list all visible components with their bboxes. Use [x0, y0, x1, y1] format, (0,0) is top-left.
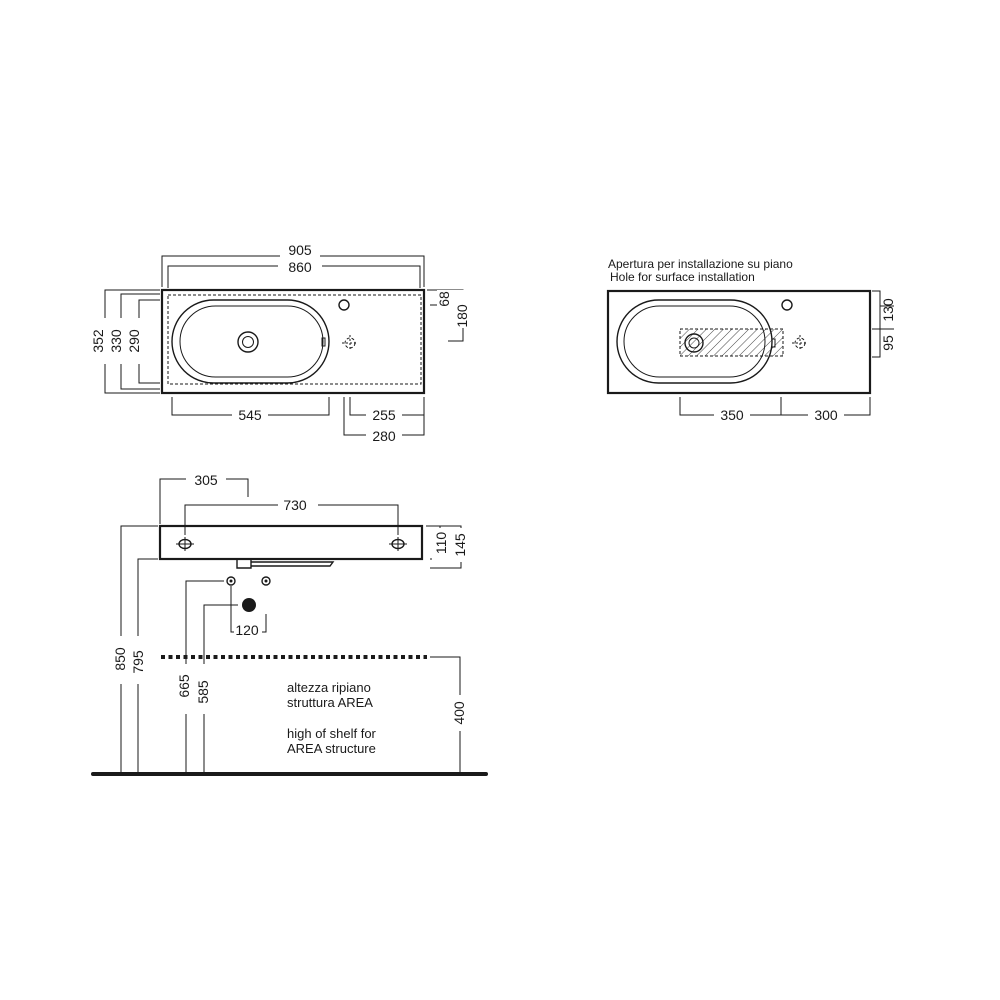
dim-120-label: 120	[235, 622, 259, 638]
cutout-title-it: Apertura per installazione su piano	[608, 257, 793, 271]
washbasin-front-outline	[158, 524, 424, 561]
dim-350-label: 350	[720, 407, 744, 423]
cutout-drain-inner	[688, 337, 700, 349]
dim-400-label: 400	[451, 701, 467, 725]
dim-95-line	[872, 328, 881, 358]
drain-tail	[251, 561, 335, 567]
dim-300-label: 300	[814, 407, 838, 423]
dim-110-label: 110	[433, 532, 449, 555]
dim-795-label: 795	[130, 650, 146, 674]
washbasin-top-outline	[160, 288, 426, 395]
front-view: 305 730 110 145 850 795 665 585 120 400 …	[91, 472, 488, 776]
shelf-note-it-1: altezza ripiano	[287, 680, 371, 695]
overflow-slot	[321, 337, 326, 347]
basin-bowl-outer	[171, 299, 330, 384]
dim-850-line	[120, 525, 158, 773]
dim-68-label: 68	[436, 291, 452, 307]
dim-850-label: 850	[112, 647, 128, 671]
basin-bowl-inner	[179, 305, 324, 378]
dim-180-label: 180	[454, 304, 470, 328]
cutout-view: Apertura per installazione su piano Hole…	[606, 257, 896, 423]
dim-255-label: 255	[372, 407, 396, 423]
dim-130-label: 130	[880, 298, 896, 322]
top-view: 905 860 352 330 290 68 180 545 255 280	[90, 242, 470, 444]
waste-outlet	[242, 598, 256, 612]
cutout-title-en: Hole for surface installation	[610, 270, 755, 284]
shelf-note-en-2: AREA structure	[287, 741, 376, 756]
dim-795-line	[137, 558, 158, 773]
dim-730-label: 730	[283, 497, 307, 513]
dim-145-label: 145	[452, 533, 468, 557]
dim-400-line	[430, 656, 461, 773]
drain-outer	[237, 331, 259, 353]
dim-280-label: 280	[372, 428, 396, 444]
dim-95-label: 95	[880, 335, 896, 351]
cutout-counter-outline	[606, 289, 872, 395]
shelf-note-it-2: struttura AREA	[287, 695, 373, 710]
cutout-drain-outer	[684, 333, 704, 353]
washbasin-inner-edge	[167, 294, 422, 385]
tap-hole	[338, 299, 350, 311]
dim-350-300-line	[679, 397, 871, 416]
dim-352-label: 352	[90, 329, 106, 353]
dim-860-label: 860	[288, 259, 312, 275]
dim-130-line	[872, 290, 881, 330]
dim-665-label: 665	[176, 674, 192, 698]
shelf-note-en-1: high of shelf for	[287, 726, 377, 741]
cutout-tap-hole	[781, 299, 793, 311]
dim-330-label: 330	[108, 329, 124, 353]
dim-585-line	[203, 604, 238, 773]
dim-905-label: 905	[288, 242, 312, 258]
dim-305-label: 305	[194, 472, 218, 488]
dim-545-label: 545	[238, 407, 262, 423]
drain-inner	[242, 336, 254, 348]
water-supply-left	[226, 576, 236, 586]
dim-290-label: 290	[126, 329, 142, 353]
dim-585-label: 585	[195, 680, 211, 704]
water-supply-right	[261, 576, 271, 586]
drain-pipe	[236, 560, 252, 569]
